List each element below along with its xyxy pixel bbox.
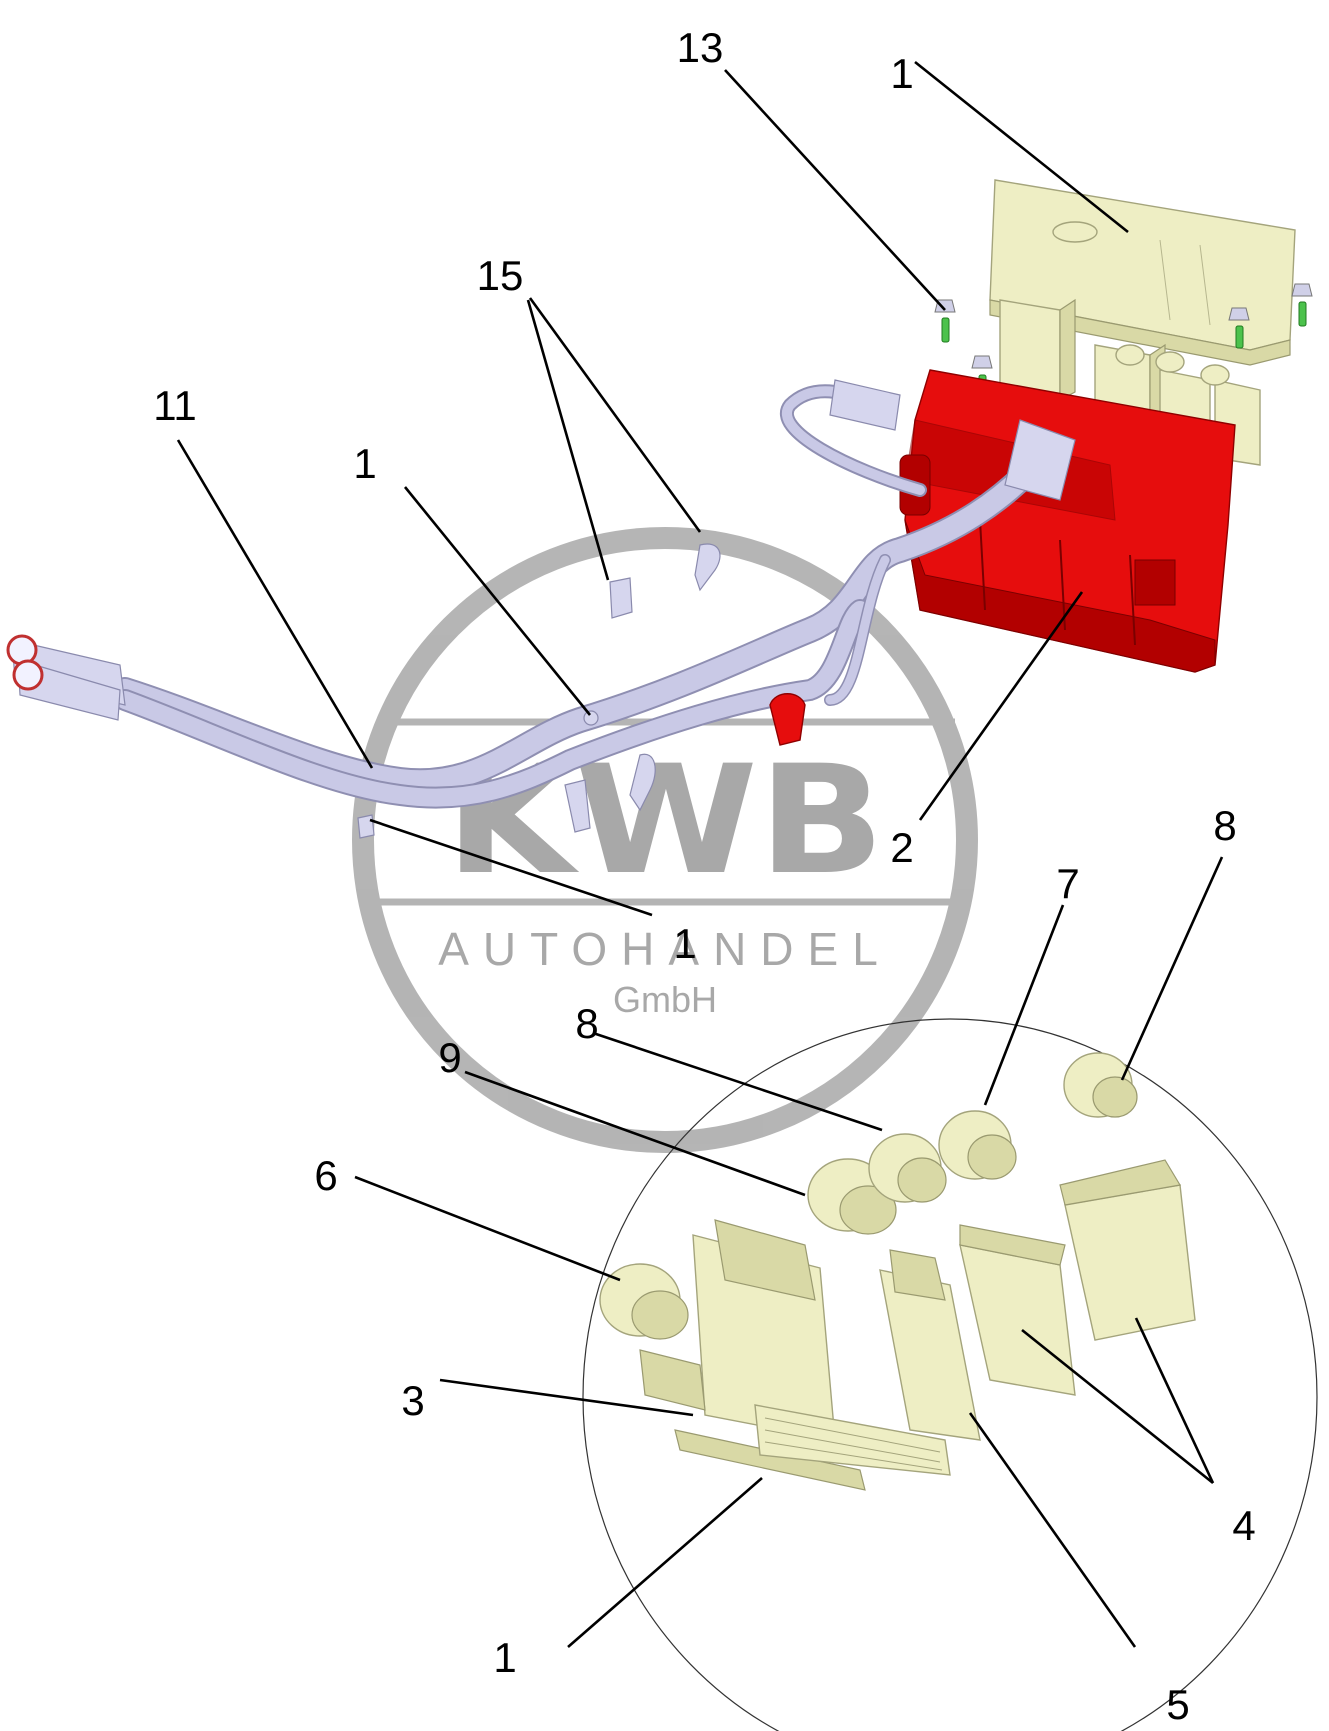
detail-parts [599, 1052, 1196, 1491]
leader-5 [968, 1412, 1137, 1648]
callout-1-harness: 1 [353, 440, 376, 487]
leader-8-right [1120, 856, 1224, 1081]
watermark: KWB AUTOHANDEL GmbH [352, 527, 978, 1153]
screw-icon [934, 299, 956, 343]
leader-9 [464, 1070, 806, 1197]
fuse-icon [1063, 1052, 1138, 1118]
callout-1-clip: 1 [673, 920, 696, 967]
callout-6: 6 [314, 1152, 337, 1199]
callout-4: 4 [1232, 1502, 1255, 1549]
fuse-icon [868, 1133, 947, 1203]
screws [934, 283, 1313, 400]
callout-labels: 13 1 15 11 1 2 8 7 1 8 9 6 3 4 1 5 [153, 24, 1255, 1728]
callout-2: 2 [890, 824, 913, 871]
callout-3: 3 [401, 1377, 424, 1424]
callout-8-mid: 8 [575, 1000, 598, 1047]
fuse-icon [938, 1110, 1017, 1180]
screw-icon [1228, 307, 1250, 349]
leader-13 [724, 69, 946, 311]
leader-1-bottom [567, 1477, 763, 1648]
watermark-line1: AUTOHANDEL [438, 923, 892, 975]
leader-1-clip [369, 818, 653, 917]
leader-lines [176, 60, 1224, 1648]
leader-15-a [526, 299, 610, 581]
wiring-harness [6, 379, 1076, 809]
leader-2 [918, 591, 1084, 821]
callout-8-right: 8 [1213, 802, 1236, 849]
harness-plug-connectors [6, 634, 126, 721]
leader-3 [439, 1378, 694, 1417]
fuse-icon [599, 1263, 689, 1340]
watermark-ring [352, 527, 978, 1153]
callout-7: 7 [1056, 860, 1079, 907]
screw-icon [1291, 283, 1313, 327]
callout-11: 11 [153, 382, 197, 429]
leader-4-b [1134, 1317, 1215, 1484]
watermark-line2: GmbH [613, 979, 717, 1020]
leader-1-harness [403, 486, 592, 716]
callout-15: 15 [477, 252, 524, 299]
callout-1-top: 1 [890, 50, 913, 97]
leader-8-mid [592, 1031, 883, 1132]
leader-11 [176, 439, 374, 769]
detail-circle [582, 1018, 1318, 1731]
harness-clips [357, 543, 721, 839]
leader-6 [354, 1175, 621, 1282]
callout-13: 13 [677, 24, 724, 71]
callout-1-bottom: 1 [493, 1634, 516, 1681]
leader-7 [983, 904, 1065, 1106]
leader-1-top [914, 60, 1129, 234]
callout-9: 9 [438, 1034, 461, 1081]
callout-5: 5 [1166, 1681, 1189, 1728]
leader-15-b [528, 297, 702, 533]
leader-4-a [1021, 1328, 1214, 1485]
